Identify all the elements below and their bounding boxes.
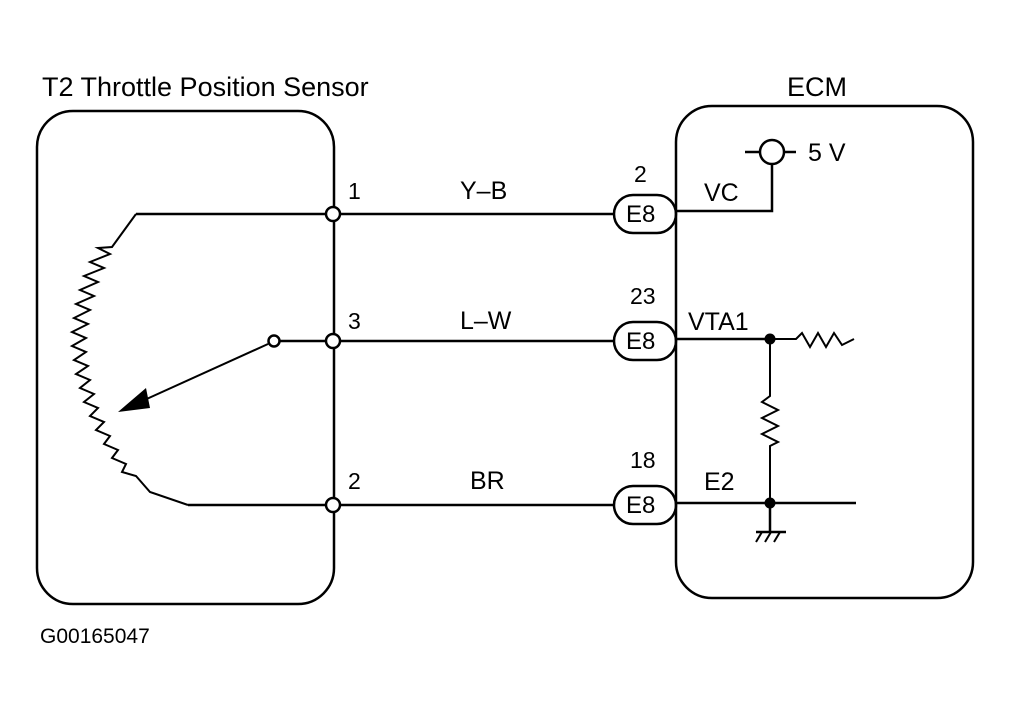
pull-down-resistor: [759, 339, 781, 503]
ecm-pin-label: 2: [634, 161, 647, 187]
connector-label: E8: [626, 328, 655, 355]
sensor-pin-label: 1: [348, 178, 361, 204]
wiper-pivot: [267, 334, 281, 348]
ecm-terminal-label: VTA1: [688, 308, 749, 336]
ecm-title: ECM: [787, 72, 847, 102]
wire-color-label: Y–B: [460, 177, 507, 205]
ground-icon: [755, 503, 786, 543]
figure-code: G00165047: [40, 625, 150, 648]
potentiometer-element: [69, 213, 189, 506]
ecm-connectors: E8 2 E8 23 E8 18: [612, 161, 678, 526]
ecm-pin-label: 18: [630, 447, 656, 473]
wire-color-label: L–W: [460, 307, 512, 335]
sensor-pin-label: 2: [348, 468, 361, 494]
connector-label: E8: [626, 492, 655, 519]
ecm-block: ECM VC 5 V VTA1 E2: [674, 72, 975, 600]
voltage-source-icon: [758, 138, 786, 166]
sensor-terminal-3: [324, 332, 342, 350]
supply-label: 5 V: [808, 139, 846, 167]
ecm-housing: [674, 104, 975, 600]
connector-label: E8: [626, 201, 655, 228]
wire-color-label: BR: [470, 467, 505, 495]
wiper-arrow-icon: [118, 388, 150, 412]
ecm-terminal-label: VC: [704, 179, 739, 207]
vc-supply-line: [676, 152, 774, 213]
sensor-terminal-1: [324, 205, 342, 223]
sensor-housing: [35, 109, 336, 606]
sensor-pin-label: 3: [348, 308, 361, 334]
vta1-input-resistor: [770, 330, 855, 350]
wiper-arm: [139, 343, 269, 403]
ecm-pin-label: 23: [630, 283, 656, 309]
sensor-terminal-2: [324, 496, 342, 514]
harness-wires: Y–B L–W BR: [340, 177, 614, 507]
sensor-title: T2 Throttle Position Sensor: [42, 72, 369, 102]
sensor-block: T2 Throttle Position Sensor 1 3 2: [35, 72, 369, 606]
ecm-terminal-label: E2: [704, 468, 735, 496]
